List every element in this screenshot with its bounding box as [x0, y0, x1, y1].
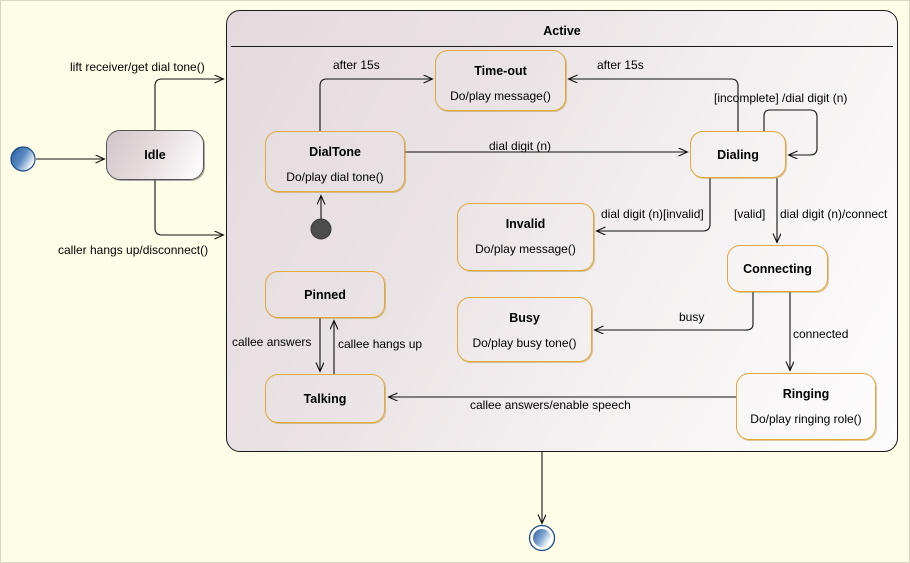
- edge-label-after-15s-dialtone: after 15s: [333, 58, 380, 72]
- state-dialtone-label: DialTone: [309, 145, 361, 159]
- composite-state-title: Active: [543, 24, 581, 38]
- edge-label-dial-digit-connect: dial digit (n)/connect: [780, 207, 888, 221]
- state-invalid-label: Invalid: [505, 217, 546, 231]
- edge-label-connected: connected: [793, 327, 849, 341]
- edge-label-callee-answers-enable-speech: callee answers/enable speech: [470, 398, 631, 412]
- edge-label-dial-digit-invalid: dial digit (n)[invalid]: [601, 207, 704, 221]
- edge-idle-to-active-lift: [154, 79, 223, 130]
- state-talking[interactable]: Talking: [265, 374, 385, 423]
- state-pinned-label: Pinned: [304, 287, 346, 302]
- edge-label-lift-receiver: lift receiver/get dial tone(): [70, 60, 205, 74]
- state-dialtone-activity: Do/play dial tone(): [286, 170, 384, 184]
- edge-label-busy: busy: [679, 310, 705, 324]
- state-dialtone[interactable]: DialTone Do/play dial tone(): [265, 131, 405, 192]
- edge-label-after-15s-dialing: after 15s: [597, 58, 644, 72]
- state-connecting-label: Connecting: [743, 261, 812, 276]
- state-talking-label: Talking: [303, 391, 347, 406]
- edge-dialing-self-loop: [763, 109, 818, 155]
- edge-label-caller-hangs-up: caller hangs up/disconnect(): [58, 243, 209, 257]
- state-connecting[interactable]: Connecting: [727, 245, 828, 292]
- edge-label-valid-guard: [valid]: [734, 207, 766, 221]
- state-invalid[interactable]: Invalid Do/play message(): [457, 203, 594, 271]
- composite-title-divider: [231, 46, 893, 47]
- edge-label-callee-answers: callee answers: [232, 335, 312, 349]
- state-ringing[interactable]: Ringing Do/play ringing role(): [736, 373, 876, 440]
- state-time-out[interactable]: Time-out Do/play message(): [435, 50, 566, 111]
- state-invalid-activity: Do/play message(): [475, 242, 576, 256]
- state-idle-label: Idle: [144, 148, 166, 162]
- edge-label-callee-hangs-up: callee hangs up: [338, 337, 423, 351]
- state-busy-label: Busy: [509, 311, 540, 325]
- state-busy-activity: Do/play busy tone(): [472, 336, 577, 350]
- state-dialing-label: Dialing: [717, 147, 759, 162]
- state-time-out-label: Time-out: [474, 64, 527, 78]
- state-dialing[interactable]: Dialing: [690, 131, 786, 178]
- state-time-out-activity: Do/play message(): [450, 89, 551, 103]
- edge-idle-to-active-hangup: [154, 180, 223, 235]
- edge-dialtone-to-timeout: [319, 79, 432, 131]
- state-idle[interactable]: Idle: [106, 130, 204, 180]
- edge-dialing-to-invalid: [597, 178, 711, 231]
- state-ringing-activity: Do/play ringing role(): [750, 412, 862, 426]
- initial-node[interactable]: [10, 146, 36, 172]
- edge-label-dial-digit: dial digit (n): [489, 139, 552, 153]
- history-node[interactable]: [310, 218, 332, 240]
- state-busy[interactable]: Busy Do/play busy tone(): [457, 297, 592, 362]
- edge-label-incomplete-dial-digit: [incomplete] /dial digit (n): [714, 91, 848, 105]
- state-pinned[interactable]: Pinned: [265, 271, 385, 318]
- edge-dialing-to-timeout: [569, 79, 739, 131]
- edge-connecting-to-busy: [595, 292, 754, 330]
- composite-state-active[interactable]: Active: [226, 10, 898, 452]
- final-node[interactable]: [533, 529, 551, 547]
- state-ringing-label: Ringing: [782, 387, 830, 401]
